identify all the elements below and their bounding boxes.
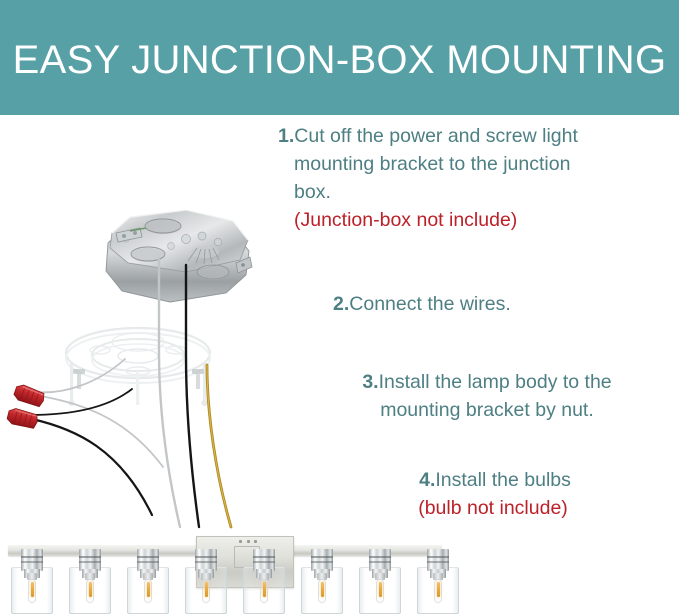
canopy-screw-icon — [246, 540, 250, 543]
canopy-screws — [239, 540, 257, 543]
bulb-base-8 — [433, 573, 443, 580]
step-2: 2.Connect the wires. — [278, 290, 674, 318]
filament-5 — [262, 582, 266, 597]
bulb-base-6 — [317, 573, 327, 580]
instruction-list: 1.Cut off the power and screw light moun… — [278, 122, 674, 522]
lamp-head-3 — [124, 549, 172, 614]
junction-box-icon — [105, 209, 253, 303]
step-2-text: Connect the wires. — [349, 293, 511, 315]
socket-4 — [195, 549, 217, 571]
ground-wire-highlight — [206, 364, 232, 528]
lamp-head-6 — [298, 549, 346, 614]
filament-3 — [146, 582, 150, 597]
vanity-light-fixture — [0, 527, 679, 614]
step-1-line-3: box. — [294, 181, 331, 203]
bulb-base-1 — [27, 573, 37, 580]
filament-7 — [378, 582, 382, 597]
wire-to-upper-nut-b — [39, 395, 164, 468]
canopy-screw-icon — [239, 540, 242, 543]
bulb-base-2 — [85, 573, 95, 580]
socket-8 — [427, 549, 449, 571]
bulb-base-3 — [143, 573, 153, 580]
step-3-number: 3. — [362, 371, 379, 393]
wire-to-lower-nut-b — [30, 417, 154, 517]
step-1-line-1: Cut off the power and screw light — [294, 125, 578, 147]
lamp-head-2 — [66, 549, 114, 614]
filament-4 — [204, 582, 208, 597]
page-title: EASY JUNCTION-BOX MOUNTING — [12, 38, 667, 82]
bulb-base-5 — [259, 573, 269, 580]
bracket-screw-icon — [73, 369, 204, 389]
socket-2 — [79, 549, 101, 571]
step-3-line-1: Install the lamp body to the — [378, 371, 612, 393]
lamp-head-7 — [356, 549, 404, 614]
black-hot-wire — [184, 263, 201, 529]
mounting-bracket-icon — [64, 326, 212, 406]
socket-6 — [311, 549, 333, 571]
step-3: 3.Install the lamp body to the mounting … — [278, 368, 674, 424]
ground-wire — [205, 363, 233, 529]
step-4-number: 4. — [419, 469, 436, 491]
socket-5 — [253, 549, 275, 571]
socket-1 — [21, 549, 43, 571]
bulb-base-4 — [201, 573, 211, 580]
lamp-head-5 — [240, 549, 288, 614]
step-1-note: (Junction-box not include) — [294, 209, 518, 231]
filament-1 — [30, 582, 34, 597]
step-3-line-2: mounting bracket by nut. — [380, 399, 594, 421]
socket-3 — [137, 549, 159, 571]
canopy-screw-icon — [254, 540, 257, 543]
filament-8 — [436, 582, 440, 597]
step-4-text: Install the bulbs — [435, 469, 571, 491]
lamp-head-8 — [414, 549, 462, 614]
step-2-number: 2. — [333, 293, 350, 315]
filament-2 — [88, 582, 92, 597]
wire-nut-upper-icon — [13, 384, 45, 408]
step-1-number: 1. — [278, 125, 295, 147]
wire-to-upper-nut-a — [37, 358, 126, 394]
step-1: 1.Cut off the power and screw light moun… — [278, 122, 674, 206]
lamp-head-4 — [182, 549, 230, 614]
white-neutral-wire — [157, 258, 182, 529]
step-4: 4.Install the bulbs — [278, 466, 674, 494]
bulb-base-7 — [375, 573, 385, 580]
lamp-head-1 — [8, 549, 56, 614]
step-1-line-2: mounting bracket to the junction — [294, 153, 571, 175]
step-4-note: (bulb not include) — [418, 497, 568, 519]
header-band: EASY JUNCTION-BOX MOUNTING — [0, 0, 679, 115]
filament-6 — [320, 582, 324, 597]
socket-7 — [369, 549, 391, 571]
wire-to-lower-nut-a — [29, 388, 133, 416]
wire-nut-lower-icon — [6, 408, 38, 429]
wiring-diagram — [0, 115, 300, 535]
wiring-diagram-svg — [6, 209, 253, 529]
